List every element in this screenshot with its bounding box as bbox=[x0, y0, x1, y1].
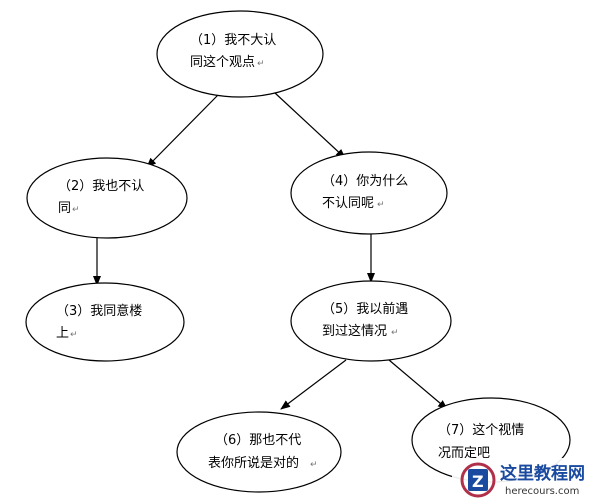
logo-icon: Z bbox=[460, 462, 496, 498]
node-2: （2）我也不认 同 ↵ bbox=[26, 157, 188, 239]
edges bbox=[93, 92, 448, 410]
node-7-line1: （7）这个视情 bbox=[438, 422, 524, 438]
edge-n1-n4 bbox=[274, 92, 346, 159]
node-2-line1: （2）我也不认 bbox=[58, 179, 144, 194]
edge-n5-n6 bbox=[280, 359, 347, 410]
node-6-line2: 表你所说是对的 bbox=[208, 455, 299, 471]
node-5-line2: 到过这情况 bbox=[322, 323, 387, 339]
paragraph-mark-icon: ↵ bbox=[72, 205, 80, 215]
edge-n5-n7 bbox=[388, 359, 448, 410]
node-4: （4）你为什么 不认同呢 ↵ bbox=[290, 151, 448, 235]
node-5: （5）我以前遇 到过这情况 ↵ bbox=[290, 280, 452, 362]
node-3-line2: 上 bbox=[56, 326, 69, 341]
node-2-line2: 同 bbox=[58, 201, 71, 216]
node-3: （3）我同意楼 上 ↵ bbox=[25, 282, 185, 362]
node-1: （1）我不大认 同这个观点 ↵ bbox=[156, 10, 324, 98]
paragraph-mark-icon: ↵ bbox=[310, 460, 318, 470]
paragraph-mark-icon: ↵ bbox=[257, 59, 265, 69]
node-4-line1: （4）你为什么 bbox=[322, 174, 408, 189]
watermark: Z 这里教程网 herecours.com bbox=[452, 458, 598, 502]
logo-letter: Z bbox=[472, 472, 484, 491]
node-6-line1: （6）那也不代 bbox=[215, 433, 301, 448]
node-5-line1: （5）我以前遇 bbox=[322, 301, 408, 317]
paragraph-mark-icon: ↵ bbox=[377, 200, 385, 210]
node-1-line1: （1）我不大认 bbox=[190, 33, 276, 48]
edge-n1-n2 bbox=[146, 94, 219, 168]
node-7-line2: 况而定吧 bbox=[438, 446, 490, 461]
paragraph-mark-icon: ↵ bbox=[70, 330, 78, 340]
watermark-url: herecours.com bbox=[505, 486, 579, 497]
node-6: （6）那也不代 表你所说是对的 ↵ bbox=[176, 411, 342, 493]
node-3-line1: （3）我同意楼 bbox=[56, 303, 142, 319]
paragraph-mark-icon: ↵ bbox=[391, 328, 399, 338]
watermark-title: 这里教程网 bbox=[500, 463, 585, 484]
node-1-line2: 同这个观点 bbox=[190, 54, 255, 70]
node-4-line2: 不认同呢 bbox=[322, 196, 374, 211]
